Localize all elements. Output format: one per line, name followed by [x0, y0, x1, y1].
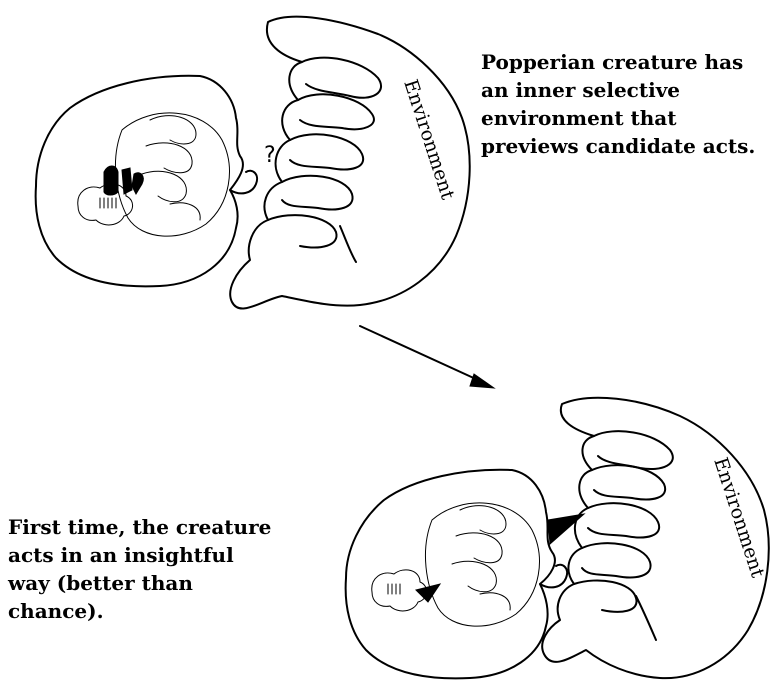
bottom-creature: [346, 470, 567, 679]
bottom-caption-line: First time, the creature: [8, 513, 271, 541]
top-question-mark: ?: [264, 143, 276, 168]
bottom-caption: First time, the creature acts in an insi…: [8, 513, 271, 625]
bottom-caption-line: chance).: [8, 597, 271, 625]
top-caption-line: environment that: [481, 104, 755, 132]
top-caption-line: previews candidate acts.: [481, 132, 755, 160]
bottom-environment-label: Environment: [709, 455, 769, 581]
top-creature: [36, 76, 257, 287]
top-caption-line: Popperian creature has: [481, 48, 755, 76]
bottom-caption-line: way (better than: [8, 569, 271, 597]
insightful-act-marker: [548, 514, 584, 544]
top-caption-line: an inner selective: [481, 76, 755, 104]
transition-arrow: [360, 326, 494, 388]
bottom-caption-line: acts in an insightful: [8, 541, 271, 569]
top-caption: Popperian creature has an inner selectiv…: [481, 48, 755, 160]
